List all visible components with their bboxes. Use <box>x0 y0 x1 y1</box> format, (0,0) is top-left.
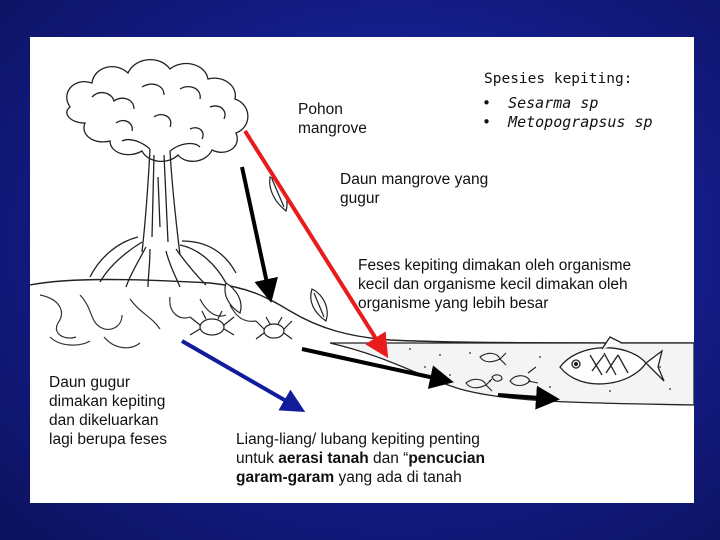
mangrove-tree-icon <box>66 59 249 288</box>
burrows-label: Liang-liang/ lubang kepiting penting unt… <box>236 431 486 486</box>
species-item: • Metopograpsus sp <box>482 113 653 132</box>
black-arrow-tree-to-ground <box>240 166 278 303</box>
black-arrow-to-fish <box>497 385 560 410</box>
diagram-panel: Pohon mangrove Spesies kepiting: • Sesar… <box>30 37 694 503</box>
shrimp-icon <box>465 352 539 392</box>
blue-arrow <box>181 339 306 412</box>
crab-icon <box>255 316 293 340</box>
fish-icon <box>559 336 665 385</box>
feces-label: Feses kepiting dimakan oleh organisme ke… <box>358 257 632 312</box>
species-name: Sesarma sp <box>508 94 599 112</box>
species-list: • Sesarma sp • Metopograpsus sp <box>482 94 653 132</box>
mangrove-ecosystem-illustration <box>30 59 694 412</box>
species-name: Metopograpsus sp <box>508 113 653 131</box>
burrow-tunnels <box>39 294 257 349</box>
red-arrow <box>243 129 389 359</box>
species-bullet: • <box>482 113 492 131</box>
eaten-leaves-label: Daun gugur dimakan kepiting dan dikeluar… <box>49 374 168 448</box>
species-item: • Sesarma sp <box>482 94 653 113</box>
species-bullet: • <box>482 94 492 112</box>
mangrove-tree-label: Pohon mangrove <box>298 101 367 137</box>
black-arrow-feces-to-organisms <box>301 347 454 389</box>
crab-icon <box>189 310 235 336</box>
species-title: Spesies kepiting: <box>484 71 633 87</box>
falling-leaf-icon <box>224 176 328 322</box>
fallen-leaves-label: Daun mangrove yang gugur <box>340 171 489 207</box>
